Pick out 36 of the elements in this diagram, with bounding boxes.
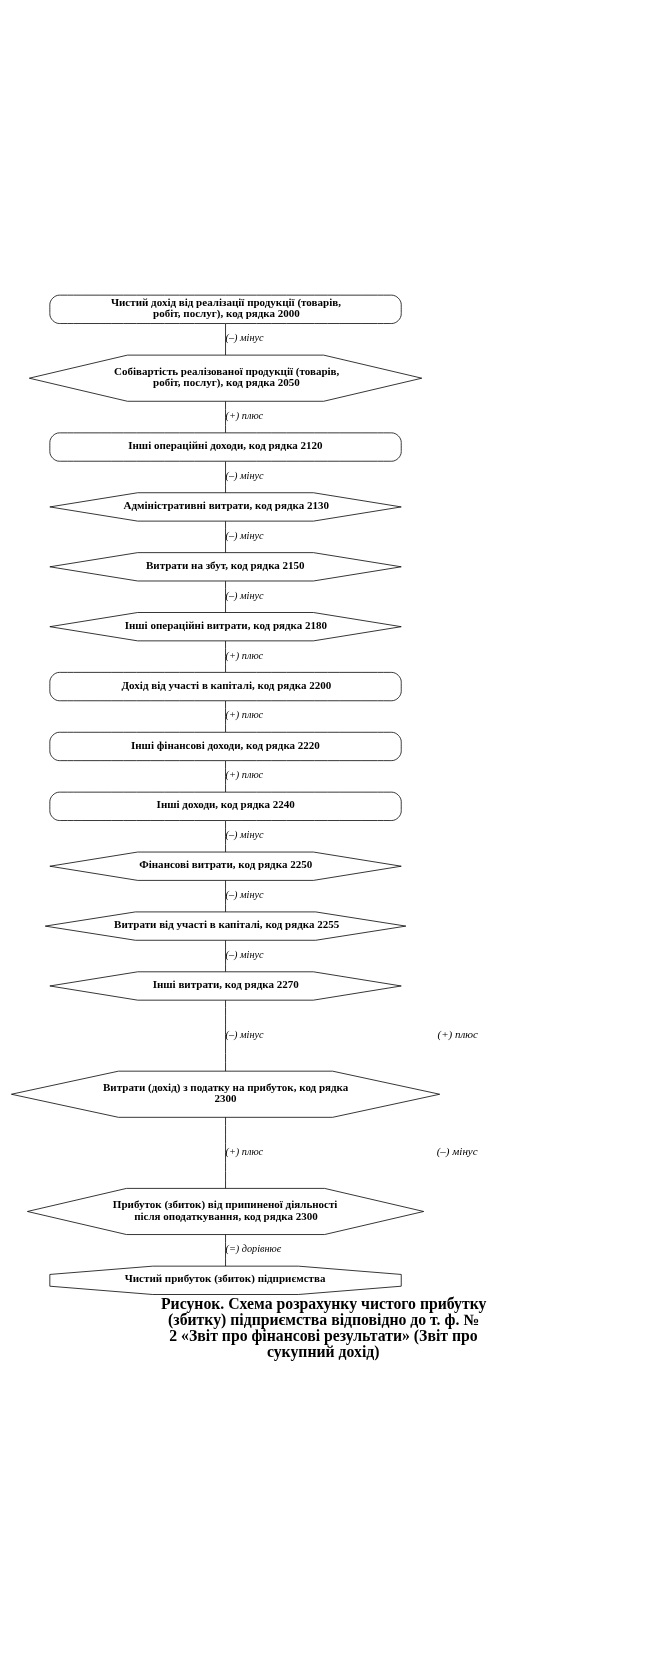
node-box: Інші доходи, код рядка 2240 <box>49 791 402 821</box>
edge-label: (–) мінус <box>225 529 264 541</box>
edge-label: (+) плюс <box>225 708 264 720</box>
connector <box>225 520 226 553</box>
node-box: Чистий дохід від реалізації продукції (товарів, робіт, послуг), код рядка 2000 <box>49 294 402 324</box>
label: (–) мінус <box>436 1144 478 1157</box>
node-box: Інші фінансові доходи, код рядка 2220 <box>49 731 402 761</box>
connector <box>225 879 226 912</box>
connector <box>225 1116 226 1189</box>
connector <box>225 322 226 355</box>
edge-label: (–) мінус <box>225 469 264 481</box>
edge-label: (–) мінус <box>225 1028 264 1040</box>
edge-label: (–) мінус <box>225 948 264 960</box>
label: (+) плюс <box>437 1027 478 1040</box>
edge-label: (+) плюс <box>225 409 264 421</box>
edge-label: (–) мінус <box>225 589 264 601</box>
edge-label: (–) мінус <box>225 888 264 900</box>
edge-label: (–) мінус <box>225 828 264 840</box>
edge-label: (–) мінус <box>225 331 264 343</box>
edge-label: (+) плюс <box>225 649 264 661</box>
connector <box>225 580 226 613</box>
node-box: Дохід від участі в капіталі, код рядка 2200 <box>49 671 402 701</box>
connector <box>225 759 226 792</box>
edge-label: (+) плюс <box>225 1145 264 1157</box>
connector <box>225 640 226 673</box>
connector <box>225 400 226 433</box>
edge-label: (+) плюс <box>225 768 264 780</box>
edge-label: (=) дорівнює <box>225 1242 282 1254</box>
connector <box>225 939 226 972</box>
connector <box>225 999 226 1072</box>
node-box: Інші операційні доходи, код рядка 2120 <box>49 431 402 462</box>
caption: Рисунок. Схема розрахунку чистого прибутку (збитку) підприємства відповідно до т. ф. № 2 «Звіт про фінансові результати» (Звіт про сукупний дохід) <box>160 1294 487 1360</box>
connector <box>225 1233 226 1266</box>
connector <box>225 819 226 852</box>
connector <box>225 700 226 733</box>
connector <box>225 460 226 493</box>
